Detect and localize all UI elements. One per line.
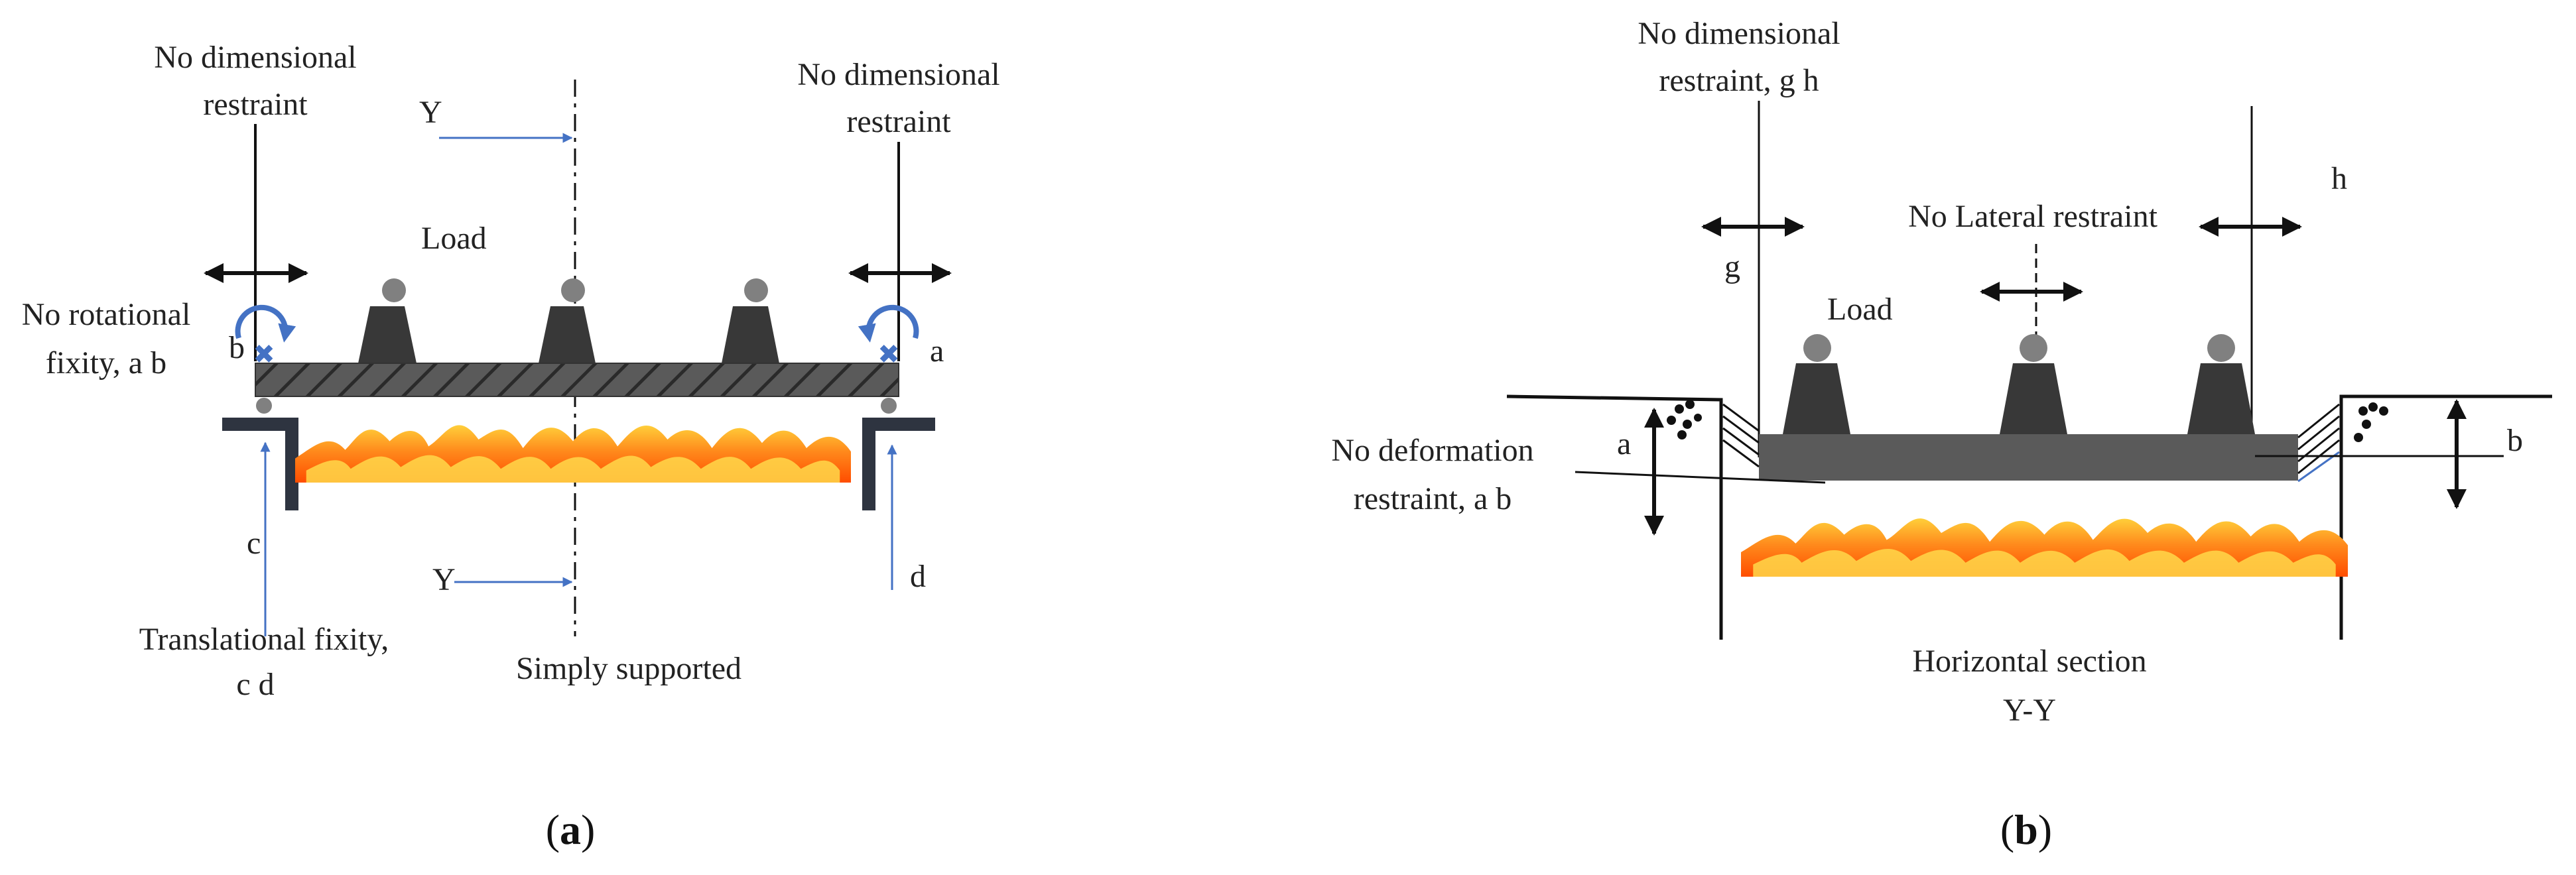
a-a-label: a [930, 333, 944, 369]
b-right-contact-hatch [2297, 403, 2340, 483]
b-no-lateral-label: No Lateral restraint [1908, 199, 2157, 234]
a-load-block-icon-1 [358, 278, 417, 363]
a-no-dim-right-line2: restraint [846, 104, 951, 139]
a-d-label: d [910, 559, 926, 594]
b-load-block-icon-2 [2000, 334, 2067, 434]
b-section-line2: Y-Y [2003, 693, 2056, 728]
b-g-label: g [1724, 249, 1740, 284]
b-h-label: h [2331, 161, 2347, 196]
b-load-label: Load [1827, 292, 1893, 327]
b-left-debris [1667, 400, 1702, 439]
b-right-debris [2354, 402, 2388, 442]
a-load-block-icon-3 [722, 278, 779, 363]
a-no-dim-right-line1: No dimensional [797, 57, 999, 92]
a-load-block-icon-2 [539, 278, 596, 363]
b-b-label: b [2507, 423, 2523, 458]
a-y-bottom-label: Y [432, 562, 456, 597]
b-left-wall [1506, 394, 1723, 640]
a-simply-supported-label: Simply supported [516, 651, 741, 686]
a-c-label: c [247, 526, 261, 561]
a-translational-line1: Translational fixity, [139, 622, 389, 657]
a-fire-flame-icon [295, 425, 851, 483]
a-hatched-beam [255, 363, 899, 397]
panel-b: No dimensional restraint, g h g h No Lat… [1331, 16, 2552, 853]
b-fire-flame-icon [1741, 518, 2348, 577]
a-right-fixity-x-icon: ✖ [877, 339, 900, 370]
a-left-fixity-x-icon: ✖ [253, 339, 275, 370]
a-left-angle-support [222, 418, 298, 510]
a-right-rotation-icon [858, 304, 919, 343]
b-caption: (b) [2000, 806, 2052, 853]
b-no-deformation-line1: No deformation [1331, 433, 1533, 468]
panel-a: No dimensional restraint No dimensional … [22, 40, 1000, 853]
b-left-contact-hatch [1722, 403, 1760, 468]
a-right-angle-support [862, 418, 935, 510]
b-left-deformation-ref-line [1575, 471, 1826, 484]
a-caption: (a) [546, 806, 596, 853]
a-no-rotational-line2: fixity, a b [46, 345, 166, 380]
a-load-label: Load [421, 221, 487, 256]
a-no-dim-left-line2: restraint [203, 87, 308, 122]
a-translational-line2: c d [236, 667, 274, 702]
b-no-deformation-line2: restraint, a b [1354, 481, 1512, 516]
b-a-label: a [1617, 426, 1631, 461]
a-no-rotational-line1: No rotational [22, 297, 191, 332]
a-no-dim-left-line1: No dimensional [154, 40, 356, 75]
b-section-line1: Horizontal section [1912, 644, 2146, 679]
b-load-block-icon-1 [1783, 334, 1850, 434]
b-no-dim-line1: No dimensional [1638, 16, 1840, 51]
b-load-block-icon-3 [2187, 334, 2255, 434]
a-right-support-pin [881, 398, 897, 414]
a-b-label: b [229, 330, 245, 365]
a-left-support-pin [256, 398, 272, 414]
a-left-rotation-icon [235, 304, 296, 343]
b-no-dim-line2: restraint, g h [1659, 63, 1819, 98]
b-slab [1759, 434, 2298, 481]
a-y-top-label: Y [419, 95, 442, 130]
